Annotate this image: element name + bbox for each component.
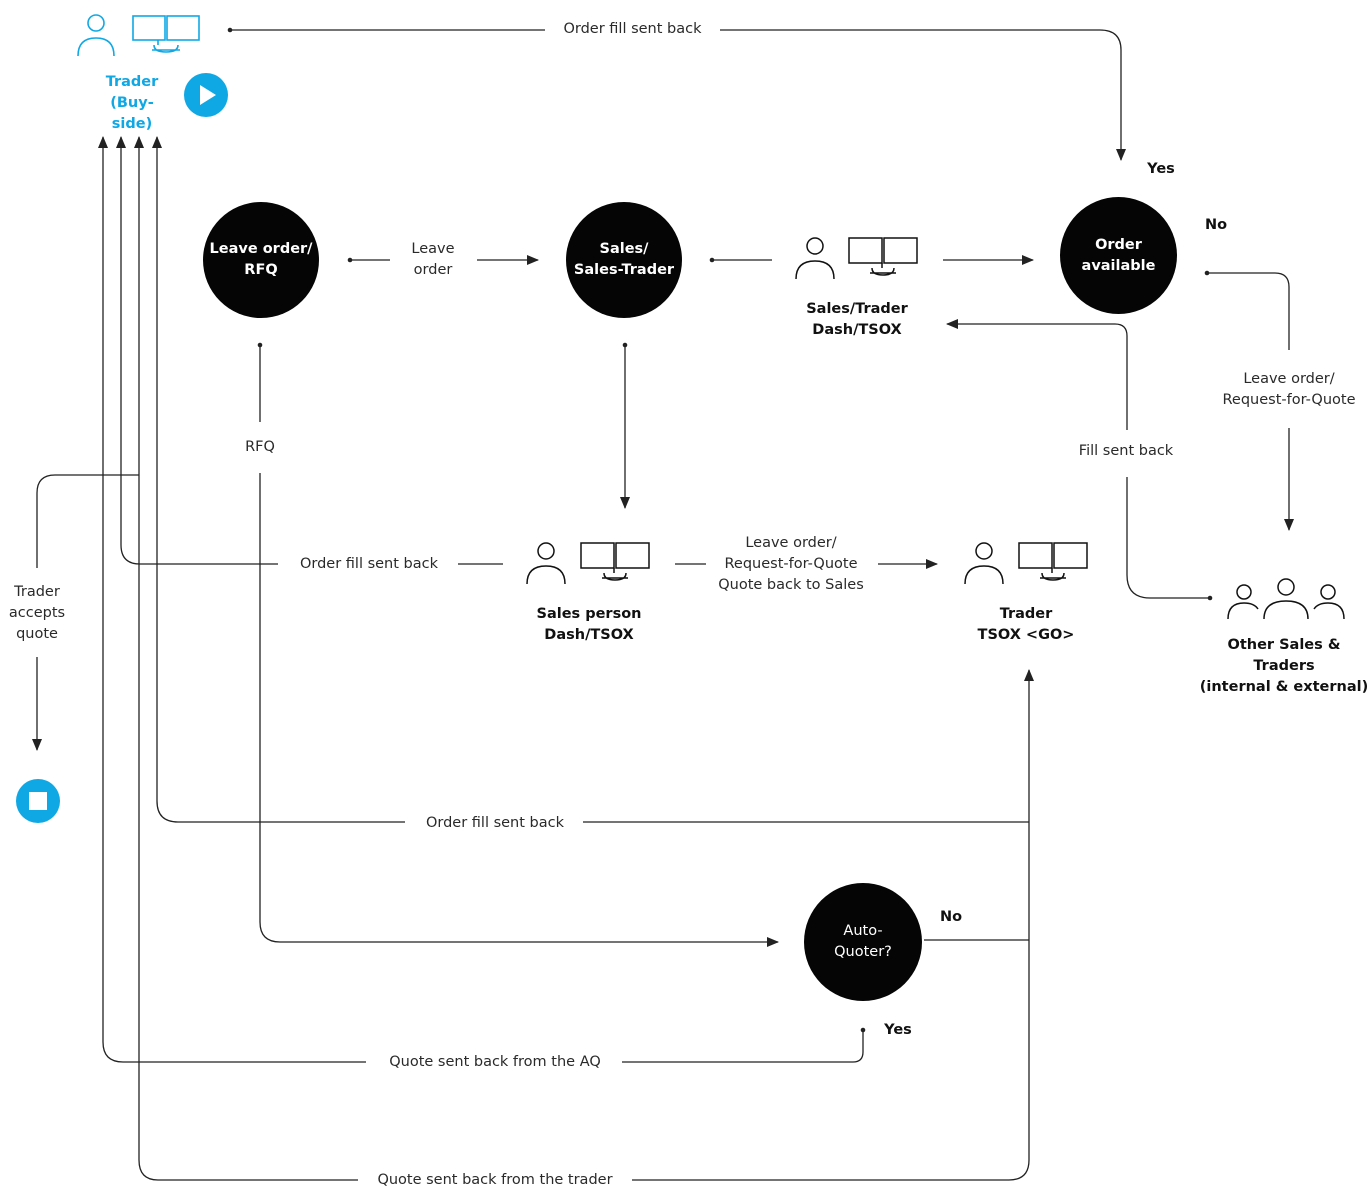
- edge-order-fill-low: [157, 137, 1029, 823]
- sales-sales-trader-label: Sales/ Sales-Trader: [573, 241, 675, 278]
- sales-trader-person-monitor-icon: [795, 237, 918, 280]
- edge-label-leave-order-rfq-mid: Leave order/ Request-for-Quote Quote bac…: [718, 535, 864, 593]
- order-available-node[interactable]: Order available: [1060, 197, 1177, 314]
- edge-fill-sent-back: [947, 324, 1210, 599]
- edge-no-to-other-traders: [1207, 272, 1289, 530]
- edge-label-order-fill-low: Order fill sent back: [425, 815, 565, 831]
- edge-quote-back-trader: [139, 137, 1030, 1181]
- sales-trader-dash-label: Sales/Trader Dash/TSOX: [806, 301, 908, 338]
- edge-label-order-fill-top: Order fill sent back: [563, 21, 702, 37]
- leave-order-rfq-node[interactable]: Leave order/ RFQ: [203, 202, 319, 318]
- sales-sales-trader-node[interactable]: Sales/ Sales-Trader: [566, 202, 682, 318]
- edge-label-leave-order: Leave order: [411, 241, 455, 278]
- edge-label-leave-order-rfq-right: Leave order/ Request-for-Quote: [1222, 371, 1356, 408]
- stop-icon[interactable]: [15, 778, 61, 824]
- other-sales-traders-label: Other Sales & Traders (internal & extern…: [1199, 637, 1369, 695]
- play-icon[interactable]: [183, 72, 229, 118]
- edge-order-fill-top: [230, 29, 1121, 160]
- leave-order-rfq-label: Leave order/ RFQ: [209, 241, 313, 278]
- trader-tsox-person-monitor-icon: [964, 542, 1088, 585]
- group-of-people-icon: [1227, 578, 1345, 620]
- edge-label-rfq: RFQ: [245, 439, 275, 455]
- sales-person-monitor-icon: [526, 542, 650, 585]
- edge-rfq: [259, 345, 778, 942]
- edge-label-quote-back-trader: Quote sent back from the trader: [377, 1172, 613, 1188]
- auto-quoter-label: Auto- Quoter?: [834, 923, 892, 960]
- edge-label-no-order-available: No: [1204, 217, 1228, 233]
- edge-label-order-fill-mid: Order fill sent back: [299, 556, 439, 572]
- sales-person-dash-label: Sales person Dash/TSOX: [536, 606, 642, 643]
- edge-label-quote-back-aq: Quote sent back from the AQ: [389, 1054, 601, 1070]
- edge-label-trader-accepts-quote: Trader accepts quote: [8, 584, 66, 642]
- trader-buyside-person-monitor-icon: [77, 14, 200, 57]
- order-available-label: Order available: [1081, 236, 1156, 274]
- edge-label-fill-sent-back: Fill sent back: [1078, 443, 1174, 459]
- edge-label-no-auto-quoter: No: [939, 909, 963, 925]
- edge-label-yes-order-available: Yes: [1147, 161, 1175, 177]
- edge-trader-accepts-quote: [37, 474, 139, 750]
- trader-buyside-label: Trader (Buy-side): [105, 74, 159, 132]
- edge-order-fill-mid: [116, 136, 278, 565]
- edge-label-yes-auto-quoter: Yes: [884, 1022, 912, 1038]
- edge-quote-back-aq: [103, 137, 864, 1063]
- trader-tsox-label: Trader TSOX <GO>: [977, 606, 1075, 643]
- auto-quoter-node[interactable]: Auto- Quoter?: [804, 883, 922, 1001]
